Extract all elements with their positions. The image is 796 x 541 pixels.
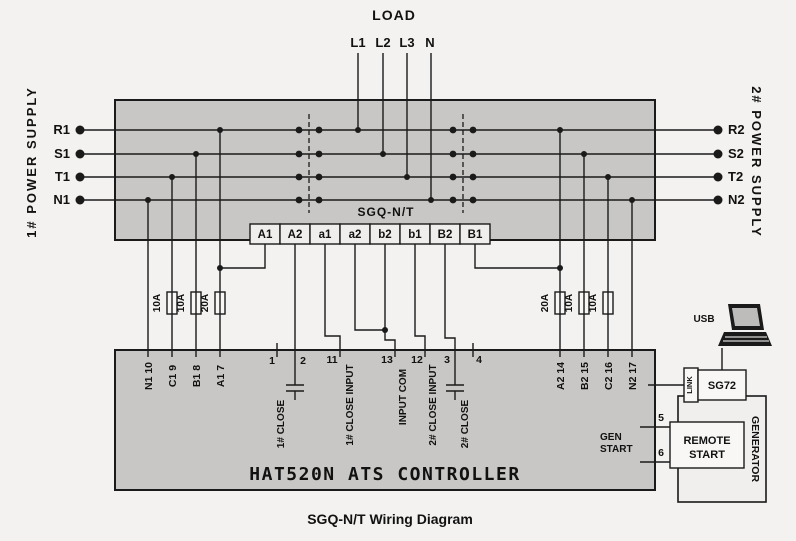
fuse-right-3-label: 10A <box>588 294 599 312</box>
strip-aux1-a1: a1 <box>319 229 332 241</box>
remote-start-label-line2: START <box>689 449 725 461</box>
power-row-wires <box>80 129 718 201</box>
controller-terminal-12: 12 <box>411 354 423 366</box>
fuse-right-1-label: 20A <box>540 294 551 312</box>
function-label-input1: 1# CLOSE INPUT <box>345 364 356 445</box>
controller-terminal-b1-8: B1 8 <box>191 365 203 387</box>
strip-coil1-a1: A1 <box>258 229 273 241</box>
gen-start-label-line2: START <box>600 444 633 455</box>
controller-terminal-6: 6 <box>658 447 664 459</box>
strip-coil2-b2: B2 <box>438 229 453 241</box>
strip-aux2-b1: b1 <box>408 229 422 241</box>
fuse-left-2-label: 10A <box>176 294 187 312</box>
fuse-left-1-label: 10A <box>152 294 163 312</box>
terminal-label-n2: N2 <box>728 192 745 207</box>
remote-start-box <box>669 421 745 469</box>
sg72-label: SG72 <box>708 380 736 392</box>
junction-dots <box>145 127 635 333</box>
controller-terminal-b2-15: B2 15 <box>579 362 591 390</box>
fuse-right-2-label: 10A <box>564 294 575 312</box>
controller-terminal-2: 2 <box>300 355 306 367</box>
controller-terminal-11: 11 <box>326 354 337 366</box>
controller-terminal-5: 5 <box>658 412 664 424</box>
controller-terminal-a1-7: A1 7 <box>215 365 227 387</box>
strip-aux1-a2: a2 <box>349 229 362 241</box>
supply-terminal-points <box>75 125 723 205</box>
generator-label: GENERATOR <box>749 416 761 483</box>
terminal-label-t2: T2 <box>728 169 743 184</box>
terminal-label-r1: R1 <box>53 122 70 137</box>
ats-terminal-strip <box>249 223 491 245</box>
strip-coil2-b1: B1 <box>468 229 483 241</box>
load-wires <box>357 53 432 200</box>
controller-panel <box>114 349 656 491</box>
gen-start-label-line1: GEN <box>600 432 622 443</box>
ats-switch-panel <box>114 99 656 241</box>
fuse-left-3-label: 20A <box>200 294 211 312</box>
controller-terminal-a2-14: A2 14 <box>555 362 567 390</box>
fuse-symbols <box>166 291 614 315</box>
terminal-label-r2: R2 <box>728 122 745 137</box>
sg72-module-box <box>697 369 747 401</box>
controller-terminal-n1-10: N1 10 <box>143 362 155 390</box>
switch-contact-points <box>295 126 477 204</box>
load-line-label-l3: L3 <box>399 35 414 50</box>
laptop-icon <box>718 304 772 346</box>
controller-terminal-n2-17: N2 17 <box>627 362 639 390</box>
strip-coil1-a2: A2 <box>288 229 303 241</box>
controller-terminal-1: 1 <box>269 355 275 367</box>
coil-supply-wires <box>220 244 560 269</box>
function-label-input-com: INPUT COM <box>398 369 409 425</box>
controller-terminal-3: 3 <box>444 354 450 366</box>
controller-terminal-13: 13 <box>381 354 393 366</box>
controller-terminal-c1-9: C1 9 <box>167 365 179 387</box>
gen-start-wires <box>640 426 670 463</box>
strip-to-controller-wires <box>276 244 474 385</box>
link-port-label: LINK <box>685 376 694 394</box>
load-line-label-l2: L2 <box>375 35 390 50</box>
load-title: LOAD <box>372 7 416 23</box>
terminal-label-n1: N1 <box>53 192 70 207</box>
remote-start-label-line1: REMOTE <box>683 435 730 447</box>
sensing-wires <box>147 130 633 357</box>
supply2-label: 2# POWER SUPPLY <box>749 86 764 238</box>
usb-label: USB <box>693 314 714 325</box>
function-label-close1: 1# CLOSE <box>276 400 287 449</box>
controller-title: HAT520N ATS CONTROLLER <box>249 464 520 485</box>
function-label-close2: 2# CLOSE <box>460 400 471 449</box>
controller-terminal-4: 4 <box>476 354 482 366</box>
function-label-input2: 2# CLOSE INPUT <box>428 364 439 445</box>
supply1-label: 1# POWER SUPPLY <box>24 86 39 238</box>
load-line-label-l1: L1 <box>350 35 365 50</box>
diagram-caption: SGQ-N/T Wiring Diagram <box>307 511 473 527</box>
terminal-label-s2: S2 <box>728 146 744 161</box>
terminal-label-t1: T1 <box>55 169 70 184</box>
strip-aux2-b2: b2 <box>378 229 391 241</box>
controller-terminal-c2-16: C2 16 <box>603 362 615 390</box>
ats-model-label: SGQ-N/T <box>358 205 415 219</box>
terminal-label-s1: S1 <box>54 146 70 161</box>
load-line-label-n: N <box>425 35 434 50</box>
close-output-contact-symbols <box>286 384 464 400</box>
